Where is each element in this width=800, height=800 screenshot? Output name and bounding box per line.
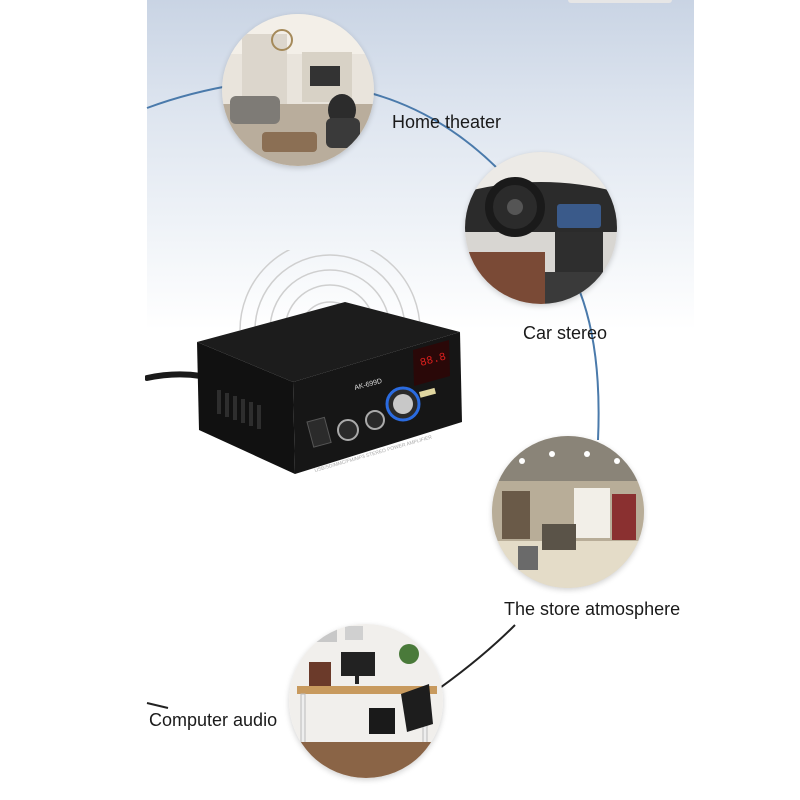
connector-car-to-store (579, 291, 600, 441)
car-stereo-image (465, 152, 617, 304)
amp-power-switch (306, 416, 332, 448)
home-theater-image (222, 14, 374, 166)
connector-store-to-computer (429, 624, 516, 696)
store-image (492, 436, 644, 588)
amp-knob-bass (365, 410, 385, 430)
amp-knob-treble (337, 419, 359, 441)
label-computer-audio: Computer audio (149, 710, 278, 730)
label-home-theater: Home theater (392, 112, 502, 132)
label-car-stereo: Car stereo (523, 323, 608, 343)
label-store-atmosphere: The store atmosphere (504, 599, 681, 619)
computer-audio-image (289, 624, 443, 778)
connector-computer-stub (146, 702, 169, 709)
connector-home-to-car (369, 92, 498, 169)
amplifier-device: 88.8 AK-699D USB/SD/MMC/FM/MP3 STEREO PO… (145, 250, 462, 474)
top-tab (568, 0, 672, 3)
